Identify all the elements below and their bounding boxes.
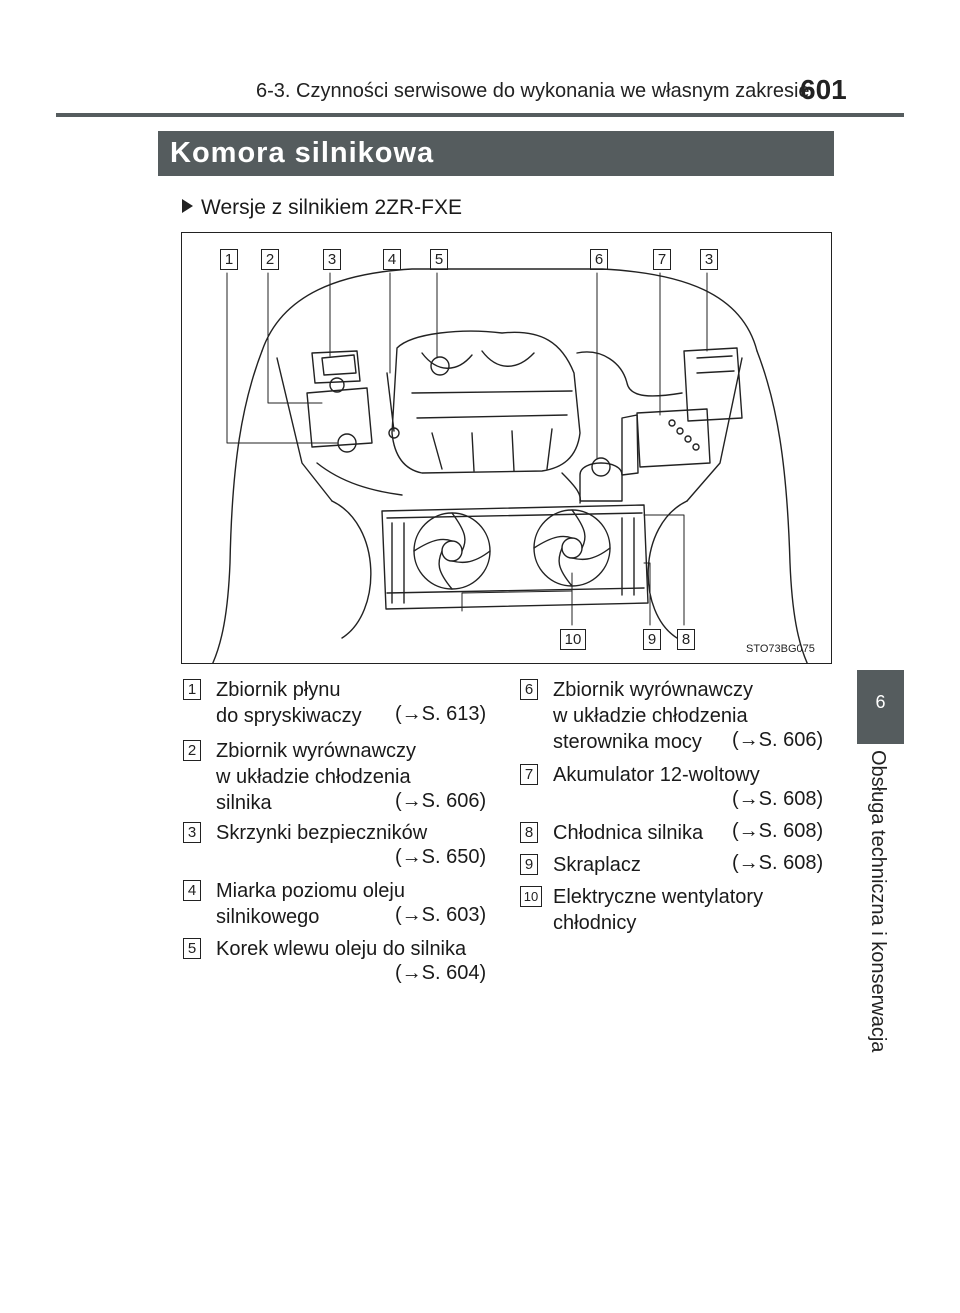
right-fender xyxy=(756,350,808,663)
legend-number: 3 xyxy=(183,822,201,843)
page-reference: (→S. 608) xyxy=(732,852,824,874)
hood-outline xyxy=(261,268,758,352)
left-fender xyxy=(212,350,263,663)
legend-text: Zbiornik płynu do spryskiwaczy xyxy=(216,679,362,727)
page-reference: (→S. 603) xyxy=(395,904,487,926)
page-number: 601 xyxy=(800,74,847,105)
engine-block xyxy=(391,330,581,474)
callout-2: 2 xyxy=(261,249,279,270)
legend-text: Korek wlewu oleju do silnika xyxy=(216,938,467,960)
page-reference: (→S. 606) xyxy=(395,790,487,812)
legend-text: Chłodnica silnika xyxy=(553,822,704,844)
legend-number: 10 xyxy=(520,886,542,907)
chapter-number: 6 xyxy=(875,692,886,712)
chapter-tab: 6 xyxy=(857,670,904,744)
radiator-fan-left xyxy=(413,512,491,590)
page-reference: (→S. 613) xyxy=(395,703,487,725)
engine-compartment-illustration xyxy=(212,268,808,663)
triangle-bullet-icon xyxy=(182,199,193,214)
dipstick xyxy=(386,372,395,432)
legend-text: Zbiornik wyrównawczy w układzie chłodzen… xyxy=(553,679,754,753)
page-reference: (→S. 608) xyxy=(732,788,824,810)
callout-5: 5 xyxy=(430,249,448,270)
fuse-box-left xyxy=(321,354,357,376)
callout-3b: 3 xyxy=(700,249,718,270)
section-title: Komora silnikowa xyxy=(170,137,435,169)
callout-10: 10 xyxy=(560,629,586,650)
page-reference: (→S. 650) xyxy=(395,846,487,868)
inverter-coolant-tank xyxy=(579,462,623,502)
legend-number: 4 xyxy=(183,880,201,901)
header-section-title: 6-3. Czynności serwisowe do wykonania we… xyxy=(256,80,810,102)
header-divider xyxy=(56,113,904,117)
engine-compartment-figure: 1 2 3 4 5 6 7 3 10 9 8 STO73BG075 xyxy=(181,232,832,664)
legend-text: Akumulator 12-woltowy xyxy=(553,764,760,786)
legend-text: Elektryczne wentylatory chłodnicy xyxy=(553,886,764,934)
legend-text: Skrzynki bezpieczników xyxy=(216,822,428,844)
callout-8: 8 xyxy=(677,629,695,650)
callout-4: 4 xyxy=(383,249,401,270)
callout-6: 6 xyxy=(590,249,608,270)
legend-text: Zbiornik wyrównawczy w układzie chłodzen… xyxy=(216,740,417,814)
coolant-tank xyxy=(311,350,361,384)
legend-number: 7 xyxy=(520,764,538,785)
page-reference: (→S. 604) xyxy=(395,962,487,984)
oil-filler-cap xyxy=(430,356,450,376)
figure-code: STO73BG075 xyxy=(746,643,815,655)
chapter-title: Obsługa techniczna i konserwacja xyxy=(867,750,889,1053)
legend-number: 6 xyxy=(520,679,538,700)
subheading-text: Wersje z silnikiem 2ZR-FXE xyxy=(201,196,462,219)
fuse-box-right xyxy=(683,347,743,422)
legend-text: Miarka poziomu oleju silnikowego xyxy=(216,880,405,928)
legend-number: 5 xyxy=(183,938,201,959)
subheading: Wersje z silnikiem 2ZR-FXE xyxy=(182,196,462,220)
radiator-frame xyxy=(381,504,649,610)
callout-9: 9 xyxy=(643,629,661,650)
section-title-bar: Komora silnikowa xyxy=(158,131,834,176)
legend-number: 1 xyxy=(183,679,201,700)
callout-1: 1 xyxy=(220,249,238,270)
washer-reservoir xyxy=(306,387,373,448)
callout-3: 3 xyxy=(323,249,341,270)
legend-number: 9 xyxy=(520,854,538,875)
page-reference: (→S. 606) xyxy=(732,729,824,751)
legend-number: 8 xyxy=(520,822,538,843)
callout-7: 7 xyxy=(653,249,671,270)
page-reference: (→S. 608) xyxy=(732,820,824,842)
battery xyxy=(636,408,711,468)
legend-text: Skraplacz xyxy=(553,854,641,876)
legend-number: 2 xyxy=(183,740,201,761)
